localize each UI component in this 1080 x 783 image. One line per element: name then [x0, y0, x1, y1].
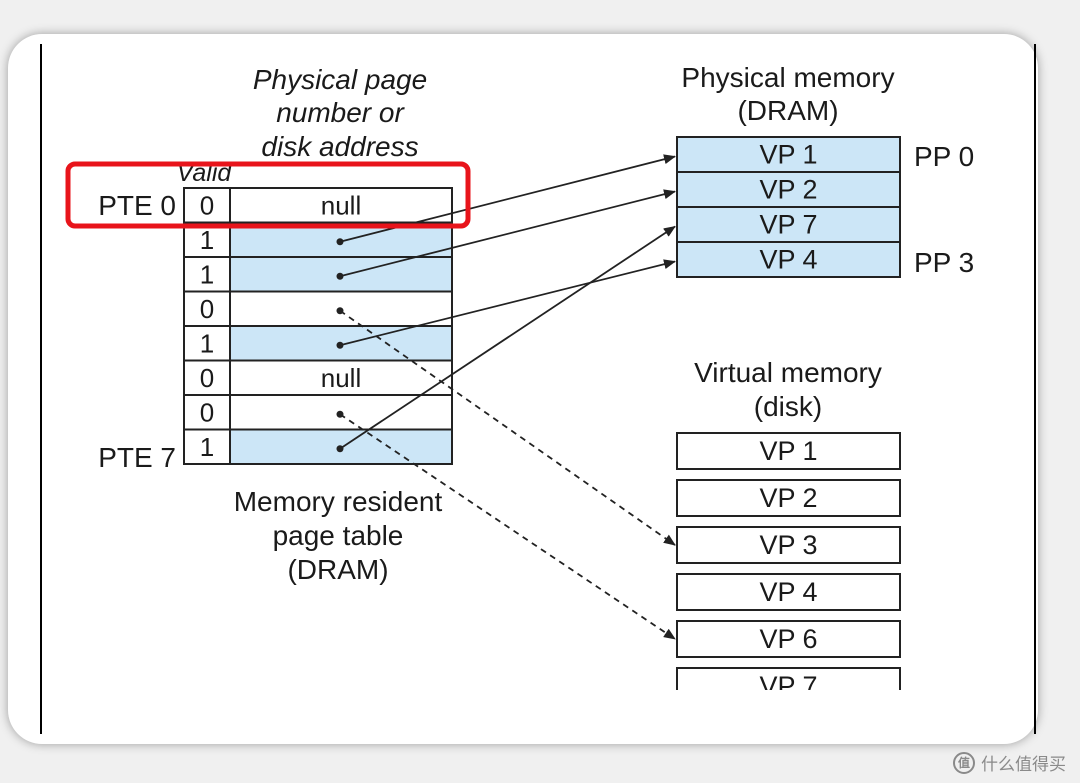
- dram-pointer-arrow: [339, 259, 676, 347]
- page-table-row: 1: [183, 256, 453, 293]
- virtual-memory-title-2: (disk): [754, 391, 822, 422]
- page-table-row: 0: [183, 394, 453, 431]
- valid-bit: 1: [200, 225, 214, 255]
- address-value: null: [321, 363, 361, 393]
- virtual-memory-title-1: Virtual memory: [694, 357, 882, 388]
- mapping-arrows: [339, 154, 676, 640]
- pp-3-label: PP 3: [914, 247, 974, 278]
- valid-bit-cell: [183, 428, 231, 465]
- disk-pointer-arrow: [339, 310, 676, 546]
- virtual-page-cell: [676, 479, 901, 517]
- virtual-page-label: VP 1: [759, 436, 817, 466]
- virtual-page-cell: [676, 620, 901, 658]
- physical-memory-title-2: (DRAM): [737, 95, 838, 126]
- page-table-header: Physical page number or disk address Val…: [177, 64, 428, 187]
- physical-page-label: VP 7: [759, 210, 817, 240]
- caption-line-2: page table: [273, 520, 404, 551]
- disk-pointer-arrow: [339, 413, 676, 640]
- valid-bit: 1: [200, 328, 214, 358]
- watermark-logo-icon: 值: [953, 751, 975, 774]
- valid-bit: 0: [200, 294, 214, 324]
- valid-bit: 0: [200, 363, 214, 393]
- physical-page-label: VP 1: [759, 140, 817, 170]
- page-table-row: 0 null: [183, 187, 453, 224]
- caption-line-1: Memory resident: [234, 486, 443, 517]
- page-table: 0 null 1 1 0 1 0 null 0 1: [183, 187, 453, 465]
- virtual-page-label: VP 4: [759, 577, 817, 607]
- pte-0-highlight: [65, 161, 471, 229]
- pte-7-label: PTE 7: [98, 442, 176, 473]
- physical-memory-title-1: Physical memory: [681, 62, 894, 93]
- physical-memory: Physical memory (DRAM) VP 1VP 2VP 7VP 4 …: [676, 62, 974, 278]
- virtual-memory: Virtual memory (disk) VP 1 VP 2 VP 3 VP 4 VP…: [676, 357, 901, 705]
- valid-bit: 1: [200, 432, 214, 462]
- address-cell: [229, 187, 453, 224]
- page-table-row: 0 null: [183, 359, 453, 396]
- virtual-page-label: VP 6: [759, 624, 817, 654]
- address-value: null: [321, 190, 361, 220]
- physical-page-label: VP 2: [759, 175, 817, 205]
- figure-frame: [40, 44, 1036, 734]
- physical-page-label: VP 4: [759, 245, 817, 275]
- valid-bit: 0: [200, 190, 214, 220]
- page-table-caption: Memory resident page table (DRAM): [234, 486, 443, 585]
- virtual-page-label: VP 3: [759, 530, 817, 560]
- pte-0-label: PTE 0: [98, 190, 176, 221]
- page-table-row: 0: [183, 290, 453, 327]
- virtual-memory-pages: VP 1VP 2VP 3VP 4VP 6VP 7: [676, 432, 901, 705]
- valid-bit: 1: [200, 259, 214, 289]
- watermark: 值 什么值得买: [953, 750, 1066, 775]
- crop-mask: [600, 690, 1000, 730]
- page-table-row: 1: [183, 325, 453, 362]
- virtual-page-cell: [676, 526, 901, 564]
- header-line-1: Physical page: [253, 64, 427, 95]
- valid-bit-cell: [183, 359, 231, 396]
- valid-bit-cell: [183, 256, 231, 293]
- valid-bit: 0: [200, 397, 214, 427]
- dram-pointer-arrow: [339, 225, 676, 450]
- watermark-text: 什么值得买: [981, 755, 1066, 775]
- virtual-page-cell: [676, 432, 901, 470]
- address-cell: [229, 359, 453, 396]
- virtual-page-label: VP 2: [759, 483, 817, 513]
- dram-pointer-arrow: [339, 189, 676, 278]
- virtual-page-cell: [676, 573, 901, 611]
- header-line-3: disk address: [261, 131, 418, 162]
- pp-0-label: PP 0: [914, 141, 974, 172]
- physical-memory-pages: VP 1 VP 2 VP 7 VP 4: [676, 136, 901, 278]
- physical-page-cell: [676, 241, 901, 278]
- header-line-2: number or: [276, 97, 405, 128]
- caption-line-3: (DRAM): [287, 554, 388, 585]
- page-table-row: 1: [183, 428, 453, 465]
